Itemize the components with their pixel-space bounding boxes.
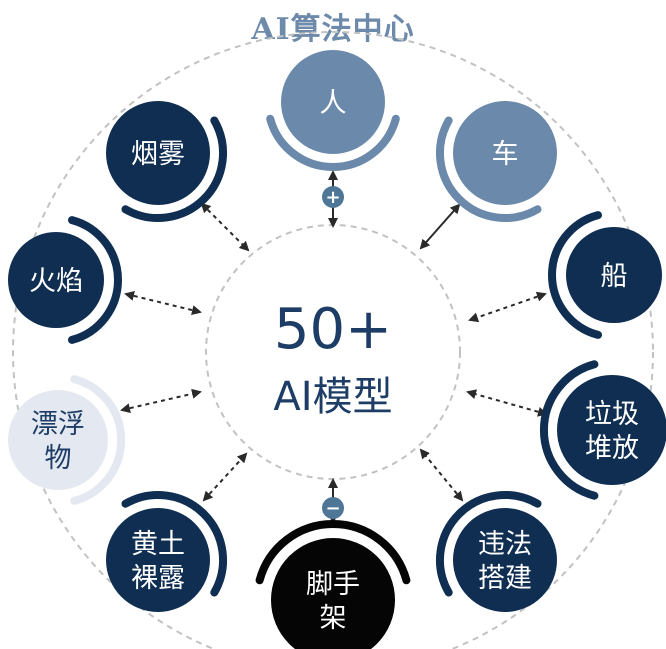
node-smoke-arc	[121, 116, 228, 223]
node-bare-soil-label-1: 裸露	[131, 563, 185, 594]
connector-sign-bottom: −	[322, 497, 344, 519]
connector-sign-top-text: +	[325, 187, 340, 208]
arrow-garbage	[466, 389, 548, 417]
node-floating: 漂浮物	[8, 375, 126, 505]
node-vehicle: 车	[435, 101, 557, 223]
arrow-illegal-building	[419, 448, 464, 502]
center-label: AI模型	[273, 374, 392, 420]
node-bare-soil-label-0: 黄土	[131, 529, 185, 560]
node-flame-arc	[68, 216, 122, 344]
node-person: 人	[266, 50, 400, 172]
node-ship: 船	[548, 211, 662, 339]
arrow-smoke	[200, 202, 250, 252]
node-smoke: 烟雾	[106, 101, 228, 223]
outer-ring	[12, 31, 654, 649]
node-ship-disc	[566, 227, 662, 323]
node-ship-arc	[548, 211, 602, 339]
arrow-floating	[120, 388, 202, 414]
node-flame-disc	[8, 232, 104, 328]
node-person-arc	[266, 114, 400, 172]
node-smoke-label-0: 烟雾	[131, 139, 185, 170]
node-bare-soil-arc	[121, 490, 228, 597]
connector-sign-bottom-badge	[322, 497, 344, 519]
node-vehicle-disc	[453, 101, 557, 205]
node-scaffold-label-1: 架	[320, 603, 347, 634]
node-floating-label-1: 物	[45, 443, 72, 474]
node-person-label-0: 人	[320, 88, 347, 119]
node-bare-soil-disc	[106, 508, 210, 612]
node-illegal-building-disc	[453, 508, 557, 612]
node-flame-label-0: 火焰	[29, 266, 83, 297]
node-smoke-disc	[106, 101, 210, 205]
arrow-ship	[468, 291, 547, 323]
node-scaffold-label-0: 脚手	[306, 569, 360, 600]
center-count: 50+	[274, 297, 392, 362]
node-garbage-label-1: 堆放	[585, 433, 639, 464]
arrow-vehicle	[419, 203, 461, 250]
arrow-flame	[124, 291, 202, 315]
node-ship-label-0: 船	[601, 261, 628, 292]
node-flame: 火焰	[8, 216, 122, 344]
connector-sign-top: +	[322, 186, 344, 208]
node-scaffold-disc	[271, 538, 395, 649]
node-illegal-building-arc	[435, 490, 542, 597]
node-person-disc	[281, 50, 385, 154]
node-illegal-building-label-1: 搭建	[478, 563, 532, 594]
node-garbage-label-0: 垃圾	[585, 399, 639, 430]
connector-sign-bottom-text: −	[325, 498, 340, 519]
diagram-title: AI算法中心	[251, 12, 415, 47]
connector-sign-top-badge	[322, 186, 344, 208]
arrow-bare-soil	[202, 452, 248, 502]
node-illegal-building-label-0: 违法	[478, 529, 532, 560]
node-vehicle-arc	[435, 116, 542, 223]
node-floating-disc	[8, 390, 108, 490]
node-scaffold: 脚手架	[255, 520, 411, 649]
node-floating-arc	[70, 375, 126, 505]
node-vehicle-label-0: 车	[492, 139, 519, 170]
node-garbage-disc	[557, 375, 666, 485]
node-scaffold-arc	[255, 520, 411, 585]
node-floating-label-0: 漂浮	[31, 409, 85, 440]
node-garbage-arc	[539, 360, 599, 500]
